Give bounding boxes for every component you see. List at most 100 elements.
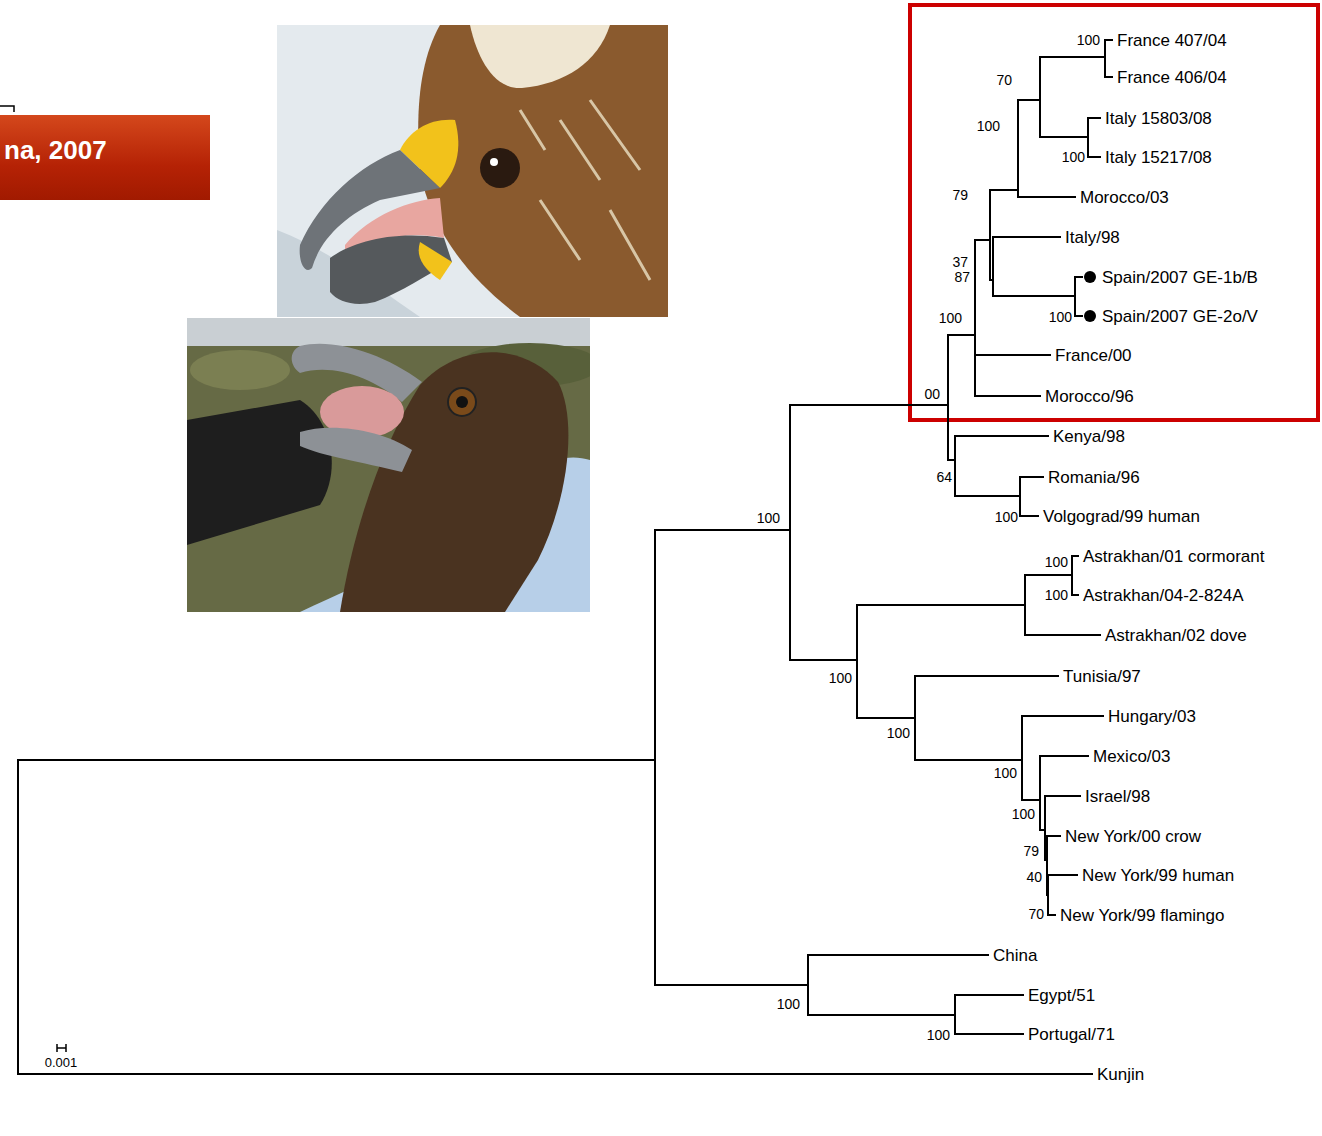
bootstrap-value: 100 — [777, 997, 800, 1011]
taxon-label: Portugal/71 — [1028, 1026, 1115, 1043]
taxon-label: France 406/04 — [1117, 69, 1227, 86]
marker-dot — [1084, 271, 1096, 283]
tree-branch — [955, 1033, 1023, 1035]
tree-branch — [1072, 555, 1078, 557]
tree-branch — [1039, 57, 1041, 137]
scale-label: 0.001 — [45, 1056, 78, 1069]
taxon-label: Israel/98 — [1085, 788, 1150, 805]
tree-branch — [856, 605, 858, 718]
tree-branch — [1047, 835, 1060, 837]
tree-branch — [948, 334, 975, 336]
tree-branch — [655, 984, 808, 986]
tree-branch — [790, 659, 857, 661]
bootstrap-value: 70 — [1028, 907, 1044, 921]
bootstrap-value: 87 — [954, 270, 970, 284]
bootstrap-value: 79 — [1023, 844, 1039, 858]
eagle-head — [418, 25, 668, 317]
tree-branch — [1088, 117, 1100, 119]
bootstrap-value: 70 — [996, 73, 1012, 87]
tree-branch — [1025, 634, 1100, 636]
taxon-label: Mexico/03 — [1093, 748, 1170, 765]
tree-branch — [1075, 276, 1082, 278]
bootstrap-value: 100 — [757, 511, 780, 525]
taxon-label: Hungary/03 — [1108, 708, 1196, 725]
bootstrap-value: 100 — [829, 671, 852, 685]
tree-branch — [1072, 594, 1078, 596]
tree-branch — [1021, 716, 1023, 800]
tree-branch — [992, 237, 994, 296]
tree-branch — [948, 459, 955, 461]
tree-branch — [790, 404, 948, 406]
tree-branch — [1039, 756, 1041, 830]
eagle-crown — [470, 25, 610, 88]
bootstrap-value: 37 — [952, 255, 968, 269]
bootstrap-value: 100 — [939, 311, 962, 325]
taxon-label: Astrakhan/01 cormorant — [1083, 548, 1264, 565]
tree-branch — [807, 955, 809, 1015]
tree-branch — [1048, 874, 1077, 876]
tree-branch — [915, 759, 1022, 761]
tree-branch — [1045, 795, 1080, 797]
tree-branch — [808, 954, 988, 956]
tree-branch — [914, 676, 916, 760]
bootstrap-value: 100 — [927, 1028, 950, 1042]
taxon-label: Italy 15803/08 — [1105, 110, 1212, 127]
eagle-eye — [448, 388, 476, 416]
tree-branch — [1047, 875, 1049, 915]
taxon-label: Kenya/98 — [1053, 428, 1125, 445]
taxon-label: Morocco/96 — [1045, 388, 1134, 405]
heather — [190, 350, 290, 390]
tree-branch — [1019, 477, 1021, 516]
tree-branch — [955, 994, 1023, 996]
feather-streaks — [520, 100, 650, 280]
bootstrap-value: 00 — [924, 387, 940, 401]
tree-branch — [857, 604, 1025, 606]
bootstrap-value: 100 — [1012, 807, 1035, 821]
taxon-label: Tunisia/97 — [1063, 668, 1141, 685]
banner-text: na, 2007 — [4, 137, 107, 163]
tree-branch — [1022, 799, 1040, 801]
taxon-label: New York/00 crow — [1065, 828, 1201, 845]
photo-sky — [187, 318, 590, 346]
tree-branch — [974, 240, 976, 396]
tree-branch — [975, 395, 1040, 397]
taxon-label: Spain/2007 GE-1b/B — [1102, 269, 1258, 286]
tree-branch — [1071, 556, 1073, 595]
tree-branch — [1088, 156, 1100, 158]
tree-branch — [1040, 136, 1088, 138]
eagle-gape — [419, 242, 452, 280]
tree-branch — [789, 405, 791, 660]
taxon-label: France 407/04 — [1117, 32, 1227, 49]
scale-bar — [57, 1044, 66, 1052]
tree-branch — [975, 354, 1050, 356]
tree-branch — [1025, 574, 1072, 576]
taxon-label: Egypt/51 — [1028, 987, 1095, 1004]
tree-branch — [857, 717, 915, 719]
taxon-label: Astrakhan/02 dove — [1105, 627, 1247, 644]
glove — [187, 400, 332, 545]
taxon-label: Spain/2007 GE-2o/V — [1102, 308, 1258, 325]
bootstrap-value: 100 — [887, 726, 910, 740]
bootstrap-value: 64 — [936, 470, 952, 484]
taxon-label: Astrakhan/04-2-824A — [1083, 587, 1244, 604]
tree-branch — [18, 1073, 1092, 1075]
title-banner: na, 2007 — [0, 115, 210, 200]
bootstrap-value: 100 — [1045, 588, 1068, 602]
tree-branch — [1020, 515, 1038, 517]
bootstrap-value: 100 — [977, 119, 1000, 133]
bootstrap-value: 40 — [1026, 870, 1042, 884]
tree-branch — [954, 436, 956, 496]
taxon-label: New York/99 flamingo — [1060, 907, 1224, 924]
tree-branch — [1044, 796, 1046, 860]
tree-branch — [1022, 715, 1103, 717]
tree-branch — [1024, 575, 1026, 635]
tree-branch — [1105, 76, 1112, 78]
photo-ground — [187, 318, 590, 612]
eagle-lower-beak — [300, 428, 412, 472]
eagle-photo — [187, 318, 590, 612]
tree-branch — [1075, 315, 1082, 317]
eagle-photo — [277, 25, 668, 317]
eagle-eye — [480, 148, 520, 188]
tree-branch — [18, 759, 655, 761]
tree-branch — [954, 995, 956, 1034]
